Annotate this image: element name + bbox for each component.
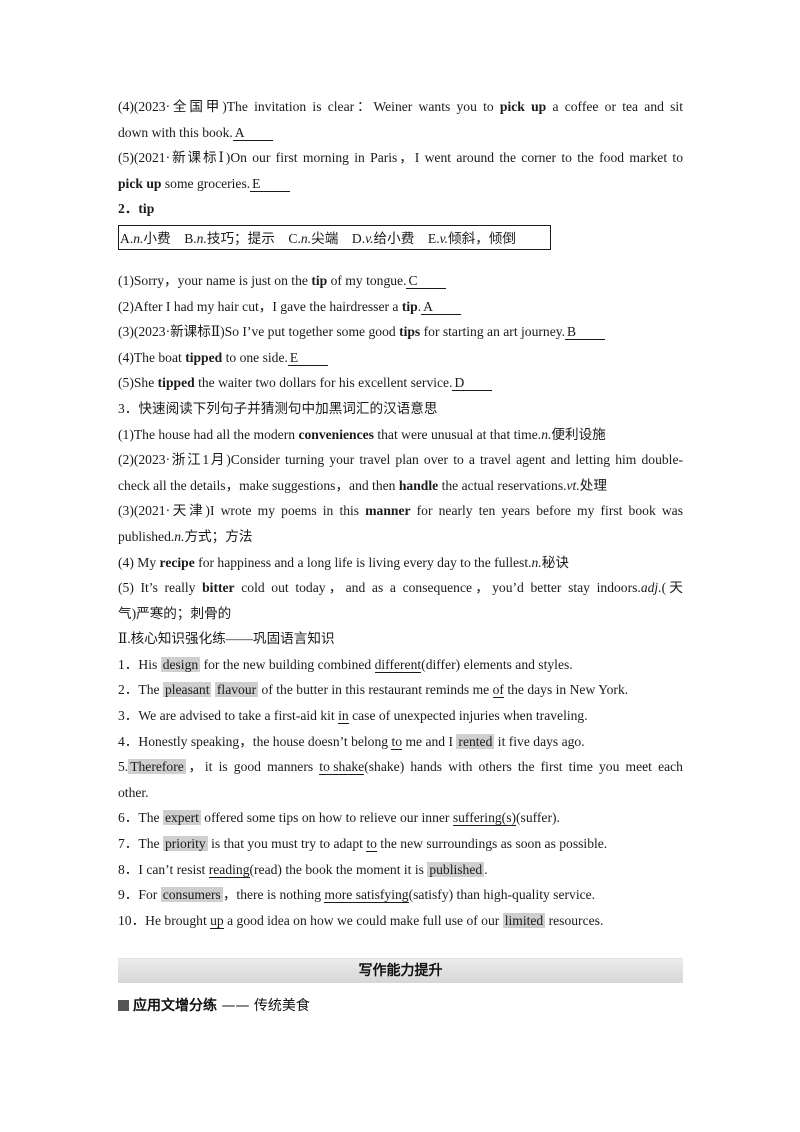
meaning: 方式；方法 <box>184 528 253 544</box>
bold-word: handle <box>398 477 439 493</box>
section2-heading: Ⅱ.核心知识强化练——巩固语言知识 <box>118 631 335 647</box>
tip-options-box: A.n.小费 B.n.技巧；提示 C.n.尖端 D.v.给小费 E.v.倾斜，倾… <box>118 224 551 250</box>
guess-q5: (5) It’s really bitter cold out today，an… <box>118 580 683 596</box>
highlighted-word: design <box>160 656 201 672</box>
tip-q2: (2)After I had my hair cut，I gave the ha… <box>118 294 683 320</box>
meaning: 处理 <box>579 477 607 493</box>
bold-word: tip <box>311 272 328 288</box>
sentence-text: (5)(2021·新课标Ⅰ)On our first morning in Pa… <box>118 150 683 166</box>
tip-heading: 2．tip <box>118 201 155 217</box>
filled-answer: to <box>391 733 403 750</box>
sentence-text: some groceries. <box>161 175 251 191</box>
s6: 6．The expert offered some tips on how to… <box>118 810 560 827</box>
answer-blank: A <box>232 125 273 141</box>
s4: 4．Honestly speaking，the house doesn’t be… <box>118 733 585 750</box>
s3: 3．We are advised to take a first-aid kit… <box>118 708 588 725</box>
subheading-topic: —— 传统美食 <box>217 998 310 1014</box>
guess-q2: (2)(2023·浙江1月)Consider turning your trav… <box>118 452 683 468</box>
s5: 5.Therefore，it is good manners to shake(… <box>118 759 683 776</box>
answer-blank: A <box>421 299 462 315</box>
bold-word: tips <box>399 324 421 340</box>
bold-word: bitter <box>202 580 235 596</box>
s9: 9．For consumers，there is nothing more sa… <box>118 887 596 904</box>
bold-word: pick up <box>118 175 162 191</box>
part-of-speech: adj. <box>640 580 662 596</box>
answer-blank: D <box>452 376 493 392</box>
square-bullet-icon <box>118 1000 129 1011</box>
bold-word: conveniences <box>298 426 374 442</box>
tip-q3: (3)(2023·新课标Ⅱ)So I’ve put together some … <box>118 319 683 345</box>
s10: 10．He brought up a good idea on how we c… <box>118 912 604 929</box>
highlighted-word: Therefore <box>128 759 186 775</box>
highlighted-word: priority <box>162 836 208 852</box>
sentence-text: (4)(2023·全国甲)The invitation is clear：Wei… <box>118 99 500 114</box>
answer-blank: E <box>250 176 291 192</box>
tip-q5: (5)She tipped the waiter two dollars for… <box>118 370 683 396</box>
filled-answer: to <box>366 836 377 853</box>
filled-answer: in <box>338 708 349 725</box>
tip-q4: (4)The boat tipped to one side.E <box>118 345 683 371</box>
highlighted-word: published <box>427 861 485 877</box>
writing-subheading: 应用文增分练 —— 传统美食 <box>118 996 310 1016</box>
bold-word: pick up <box>499 99 547 114</box>
part-of-speech: n. <box>174 528 185 544</box>
s8: 8．I can’t resist reading(read) the book … <box>118 861 488 878</box>
worksheet-content: (4)(2023·全国甲)The invitation is clear：Wei… <box>118 94 683 933</box>
tip-q1: (1)Sorry，your name is just on the tip of… <box>118 268 683 294</box>
guess-heading: 3．快速阅读下列句子并猜测句中加黑词汇的汉语意思 <box>118 400 438 416</box>
bold-word: tipped <box>185 349 223 365</box>
guess-q3-line2: published.n.方式；方法 <box>118 528 253 544</box>
filled-answer: of <box>492 682 504 699</box>
highlighted-word: limited <box>502 912 546 928</box>
highlighted-word: pleasant <box>162 682 212 698</box>
meaning: 便利设施 <box>551 426 606 442</box>
sentence-text: a coffee or tea and sit <box>546 99 683 114</box>
guess-q5-line2: 气)严寒的；刺骨的 <box>118 605 232 621</box>
part-of-speech: vt. <box>566 477 580 493</box>
filled-answer: to shake <box>319 759 365 776</box>
filled-answer: more satisfying <box>324 887 409 904</box>
guess-q4: (4) My recipe for happiness and a long l… <box>118 554 569 570</box>
part-of-speech: n. <box>541 426 552 442</box>
answer-blank: B <box>565 325 606 341</box>
guess-q1: (1)The house had all the modern convenie… <box>118 426 606 442</box>
bold-word: manner <box>365 503 411 519</box>
q5-line2: pick up some groceries.E <box>118 171 683 197</box>
filled-answer: suffering(s) <box>452 810 517 827</box>
part-of-speech: n. <box>531 554 542 570</box>
bold-word: recipe <box>159 554 195 570</box>
highlighted-word: rented <box>456 733 495 749</box>
filled-answer: up <box>210 912 224 929</box>
writing-section-bar: 写作能力提升 <box>118 958 683 983</box>
subheading-title: 应用文增分练 <box>133 998 217 1014</box>
s2: 2．The pleasant flavour of the butter in … <box>118 682 629 699</box>
filled-answer: reading <box>208 861 250 878</box>
q5-line: (5)(2021·新课标Ⅰ)On our first morning in Pa… <box>118 145 683 171</box>
q4-line2: down with this book.A <box>118 120 683 146</box>
bold-word: tip <box>401 298 418 314</box>
s1: 1．His design for the new building combin… <box>118 656 573 673</box>
guess-q3: (3)(2021·天津)I wrote my poems in this man… <box>118 503 683 519</box>
meaning: 秘诀 <box>541 554 569 570</box>
highlighted-word: flavour <box>214 682 259 698</box>
meaning: (天 <box>661 580 683 596</box>
guess-q2-line2: check all the details，make suggestions，a… <box>118 477 607 493</box>
sentence-text: down with this book. <box>118 124 233 140</box>
s7: 7．The priority is that you must try to a… <box>118 836 608 853</box>
q4-line: (4)(2023·全国甲)The invitation is clear：Wei… <box>118 94 683 120</box>
highlighted-word: consumers <box>160 887 223 903</box>
bold-word: tipped <box>157 375 195 391</box>
highlighted-word: expert <box>162 810 201 826</box>
s5-line2: other. <box>118 784 149 800</box>
answer-blank: E <box>287 350 328 366</box>
answer-blank: C <box>406 273 447 289</box>
filled-answer: different <box>374 656 422 673</box>
